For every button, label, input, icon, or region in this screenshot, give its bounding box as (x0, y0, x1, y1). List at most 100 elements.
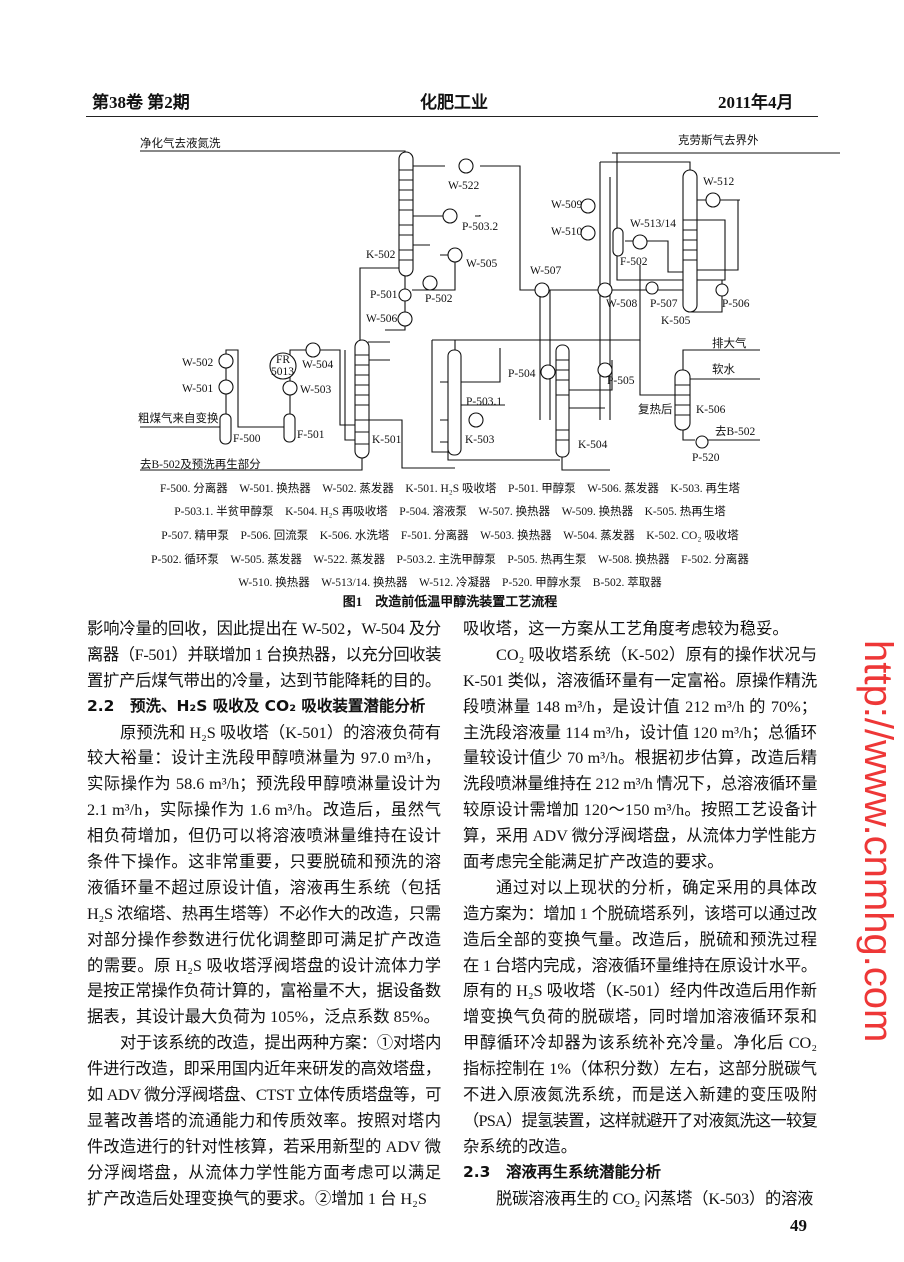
label-fr: FR (276, 354, 290, 366)
label-p501: P-501 (370, 289, 398, 301)
label-k503: K-503 (465, 434, 495, 446)
label-p5031: P-503.1 (466, 396, 502, 408)
text-line: 主洗段溶液量 114 m³/h，设计值 120 m³/h；总循环 (463, 722, 817, 742)
label-fr5013: 5013 (271, 366, 294, 378)
label-p502: P-502 (425, 293, 453, 305)
text-line: 甲醇循环冷却器为该系统补充冷量。净化后 CO₂ (463, 1033, 817, 1053)
text-line: 原有的 H₂S 吸收塔（K-501）经内件改造后用作新 (463, 981, 817, 1001)
text-line: 如 ADV 微分浮阀塔盘、CTST 立体传质塔盘等，可 (87, 1085, 441, 1105)
label-f501: F-501 (297, 429, 325, 441)
figure-legend-line: P-503.1. 半贫甲醇泵 K-504. H₂S 再吸收塔 P-504. 溶液… (174, 506, 726, 518)
label-k506: K-506 (696, 404, 726, 416)
column-k501 (354, 339, 370, 459)
text-line: 造后全部的变换气量。改造后，脱硫和预洗过程 (463, 929, 817, 949)
text-line: 杂系统的改造。 (463, 1136, 577, 1156)
label-purified-gas: 净化气去液氮洗 (140, 136, 221, 150)
label-w503: W-503 (300, 384, 332, 396)
label-to-b502-right: 去B-502 (715, 425, 755, 438)
text-line: 分浮阀塔盘，从流体力学性能方面考虑可以满足 (87, 1162, 441, 1182)
text-line: 对部分操作参数进行优化调整即可满足扩产改造 (87, 929, 441, 949)
text-line: 据表，其设计最大负荷为 105%，泛点系数 85%。 (87, 1007, 440, 1027)
figure-legend-line: F-500. 分离器 W-501. 换热器 W-502. 蒸发器 K-501. … (160, 483, 740, 495)
text-line: 2.1 m³/h，实际操作为 1.6 m³/h。改造后，虽然气 (87, 800, 441, 820)
figure-legend-line: W-510. 换热器 W-513/14. 换热器 W-512. 冷凝器 P-52… (238, 577, 662, 589)
label-f502: F-502 (620, 256, 648, 268)
label-w507: W-507 (530, 265, 562, 277)
figure-legend-line: P-502. 循环泵 W-505. 蒸发器 W-522. 蒸发器 P-503.2… (151, 554, 749, 566)
label-k501: K-501 (372, 434, 402, 446)
pipelines (140, 150, 840, 471)
label-p504: P-504 (508, 368, 536, 380)
vessel-f501 (283, 413, 296, 443)
column-k503 (447, 349, 462, 456)
journal-date: 2011年4月 (718, 93, 794, 112)
vessel-f502 (612, 227, 624, 257)
text-line: H₂S 浓缩塔、热再生塔等）不必作大的改造，只需 (87, 903, 441, 923)
label-w509: W-509 (551, 199, 583, 211)
text-line: 的需要。原 H₂S 吸收塔浮阀塔盘的设计流体力学 (87, 955, 441, 975)
label-w508: W-508 (606, 298, 638, 310)
text-line: 扩产改造后处理变换气的要求。②增加 1 台 H₂S (87, 1188, 427, 1208)
text-line: 实际操作为 58.6 m³/h；预洗段甲醇喷淋量设计为 (87, 774, 441, 794)
exchangers-and-pumps (218, 158, 729, 449)
text-line: 不进入原液氮洗系统，而是送入新建的变压吸附 (463, 1085, 817, 1105)
text-line: 液循环量不超过原设计值，溶液再生系统（包括 (87, 877, 441, 897)
text-line: 原预洗和 H₂S 吸收塔（K-501）的溶液负荷有 (120, 722, 441, 742)
label-w505: W-505 (466, 258, 498, 270)
label-w512: W-512 (703, 176, 735, 188)
text-line: 离器（F-501）并联增加 1 台换热器，以充分回收装 (87, 644, 441, 664)
label-p5032: P-503.2 (462, 221, 498, 233)
label-to-b502: 去B-502及预洗再生部分 (140, 457, 261, 471)
text-line: 影响冷量的回收，因此提出在 W-502，W-504 及分 (87, 619, 441, 638)
text-line: 通过对以上现状的分析，确定采用的具体改 (496, 877, 817, 897)
header-rule (86, 116, 818, 117)
label-w501: W-501 (182, 383, 214, 395)
label-w502: W-502 (182, 357, 214, 369)
column-k504 (555, 344, 570, 458)
text-line: 算，采用 ADV 微分浮阀塔盘，从流体力学性能方 (463, 826, 817, 846)
vessel-f500 (219, 413, 232, 445)
label-p520: P-520 (692, 452, 720, 464)
text-line: 增变换气负荷的脱碳塔，同时增加溶液循环泵和 (463, 1007, 817, 1027)
trays (355, 169, 697, 445)
process-flow-diagram (140, 150, 840, 471)
section-heading: 2.2 预洗、H₂S 吸收及 CO₂ 吸收装置潜能分析 (87, 696, 426, 715)
label-p507: P-507 (650, 298, 678, 310)
text-line: 吸收塔，这一方案从工艺角度考虑较为稳妥。 (463, 619, 789, 638)
text-line: 较原设计需增加 120～150 m³/h。按照工艺设备计 (463, 800, 817, 820)
text-line: 置扩产后煤气带出的冷量，达到节能降耗的目的。 (87, 670, 441, 690)
text-line: （PSA）提氢装置，这样就避开了对液氮洗这一较复 (463, 1110, 818, 1130)
text-line: 脱碳溶液再生的 CO₂ 闪蒸塔（K-503）的溶液 (496, 1188, 814, 1208)
label-w513-14: W-513/14 (630, 218, 676, 230)
text-line: 洗段喷淋量维持在 212 m³/h 情况下，总溶液循环量 (463, 774, 818, 794)
label-k505: K-505 (661, 315, 691, 327)
label-p505: P-505 (607, 375, 635, 387)
label-w506: W-506 (366, 313, 398, 325)
figure-caption: 图1 改造前低温甲醇洗装置工艺流程 (342, 594, 558, 609)
text-line: 显著改善塔的流通能力和传质效率。按照对塔内 (87, 1110, 441, 1130)
label-raw-gas: 粗煤气来自变换 (138, 411, 219, 425)
text-line: 指标控制在 1%（体积分数）左右，这部分脱碳气 (463, 1059, 817, 1079)
text-line: CO₂ 吸收塔系统（K-502）原有的操作状况与 (496, 644, 817, 664)
text-line: 在 1 台塔内完成，溶液循环量维持在原设计水平。 (463, 955, 817, 975)
column-k505 (682, 169, 698, 313)
label-p506: P-506 (722, 298, 750, 310)
text-line: 段喷淋量 148 m³/h，是设计值 212 m³/h 的 70%； (463, 696, 817, 716)
label-soft-water: 软水 (712, 362, 735, 376)
text-line: K-501 类似，溶液循环量有一定富裕。原操作精洗 (463, 670, 817, 690)
label-f500: F-500 (233, 433, 261, 445)
text-line: 件改造进行的针对性核算，若采用新型的 ADV 微 (87, 1136, 441, 1156)
text-line: 对于该系统的改造，提出两种方案：①对塔内 (120, 1033, 441, 1053)
label-w504: W-504 (302, 359, 334, 371)
label-k504: K-504 (578, 439, 608, 451)
page-number: 49 (790, 1216, 807, 1235)
label-k502: K-502 (366, 249, 396, 261)
figure-legend-line: P-507. 精甲泵 P-506. 回流泵 K-506. 水洗塔 F-501. … (161, 530, 739, 542)
text-line: 相负荷增加，但仍可以将溶液喷淋量维持在设计 (87, 826, 441, 846)
diagram-labels: 净化气去液氮洗 K-502 P-501 W-506 P-502 W-502 W-… (138, 133, 759, 471)
text-line: 件进行改造，即采用国内近年来研发的高效塔盘， (87, 1059, 441, 1079)
text-line: 造方案为：增加 1 个脱硫塔系列，该塔可以通过改 (463, 903, 817, 923)
text-line: 较大裕量：设计主洗段甲醇喷淋量为 97.0 m³/h， (87, 748, 441, 768)
label-vent: 排大气 (712, 336, 747, 350)
